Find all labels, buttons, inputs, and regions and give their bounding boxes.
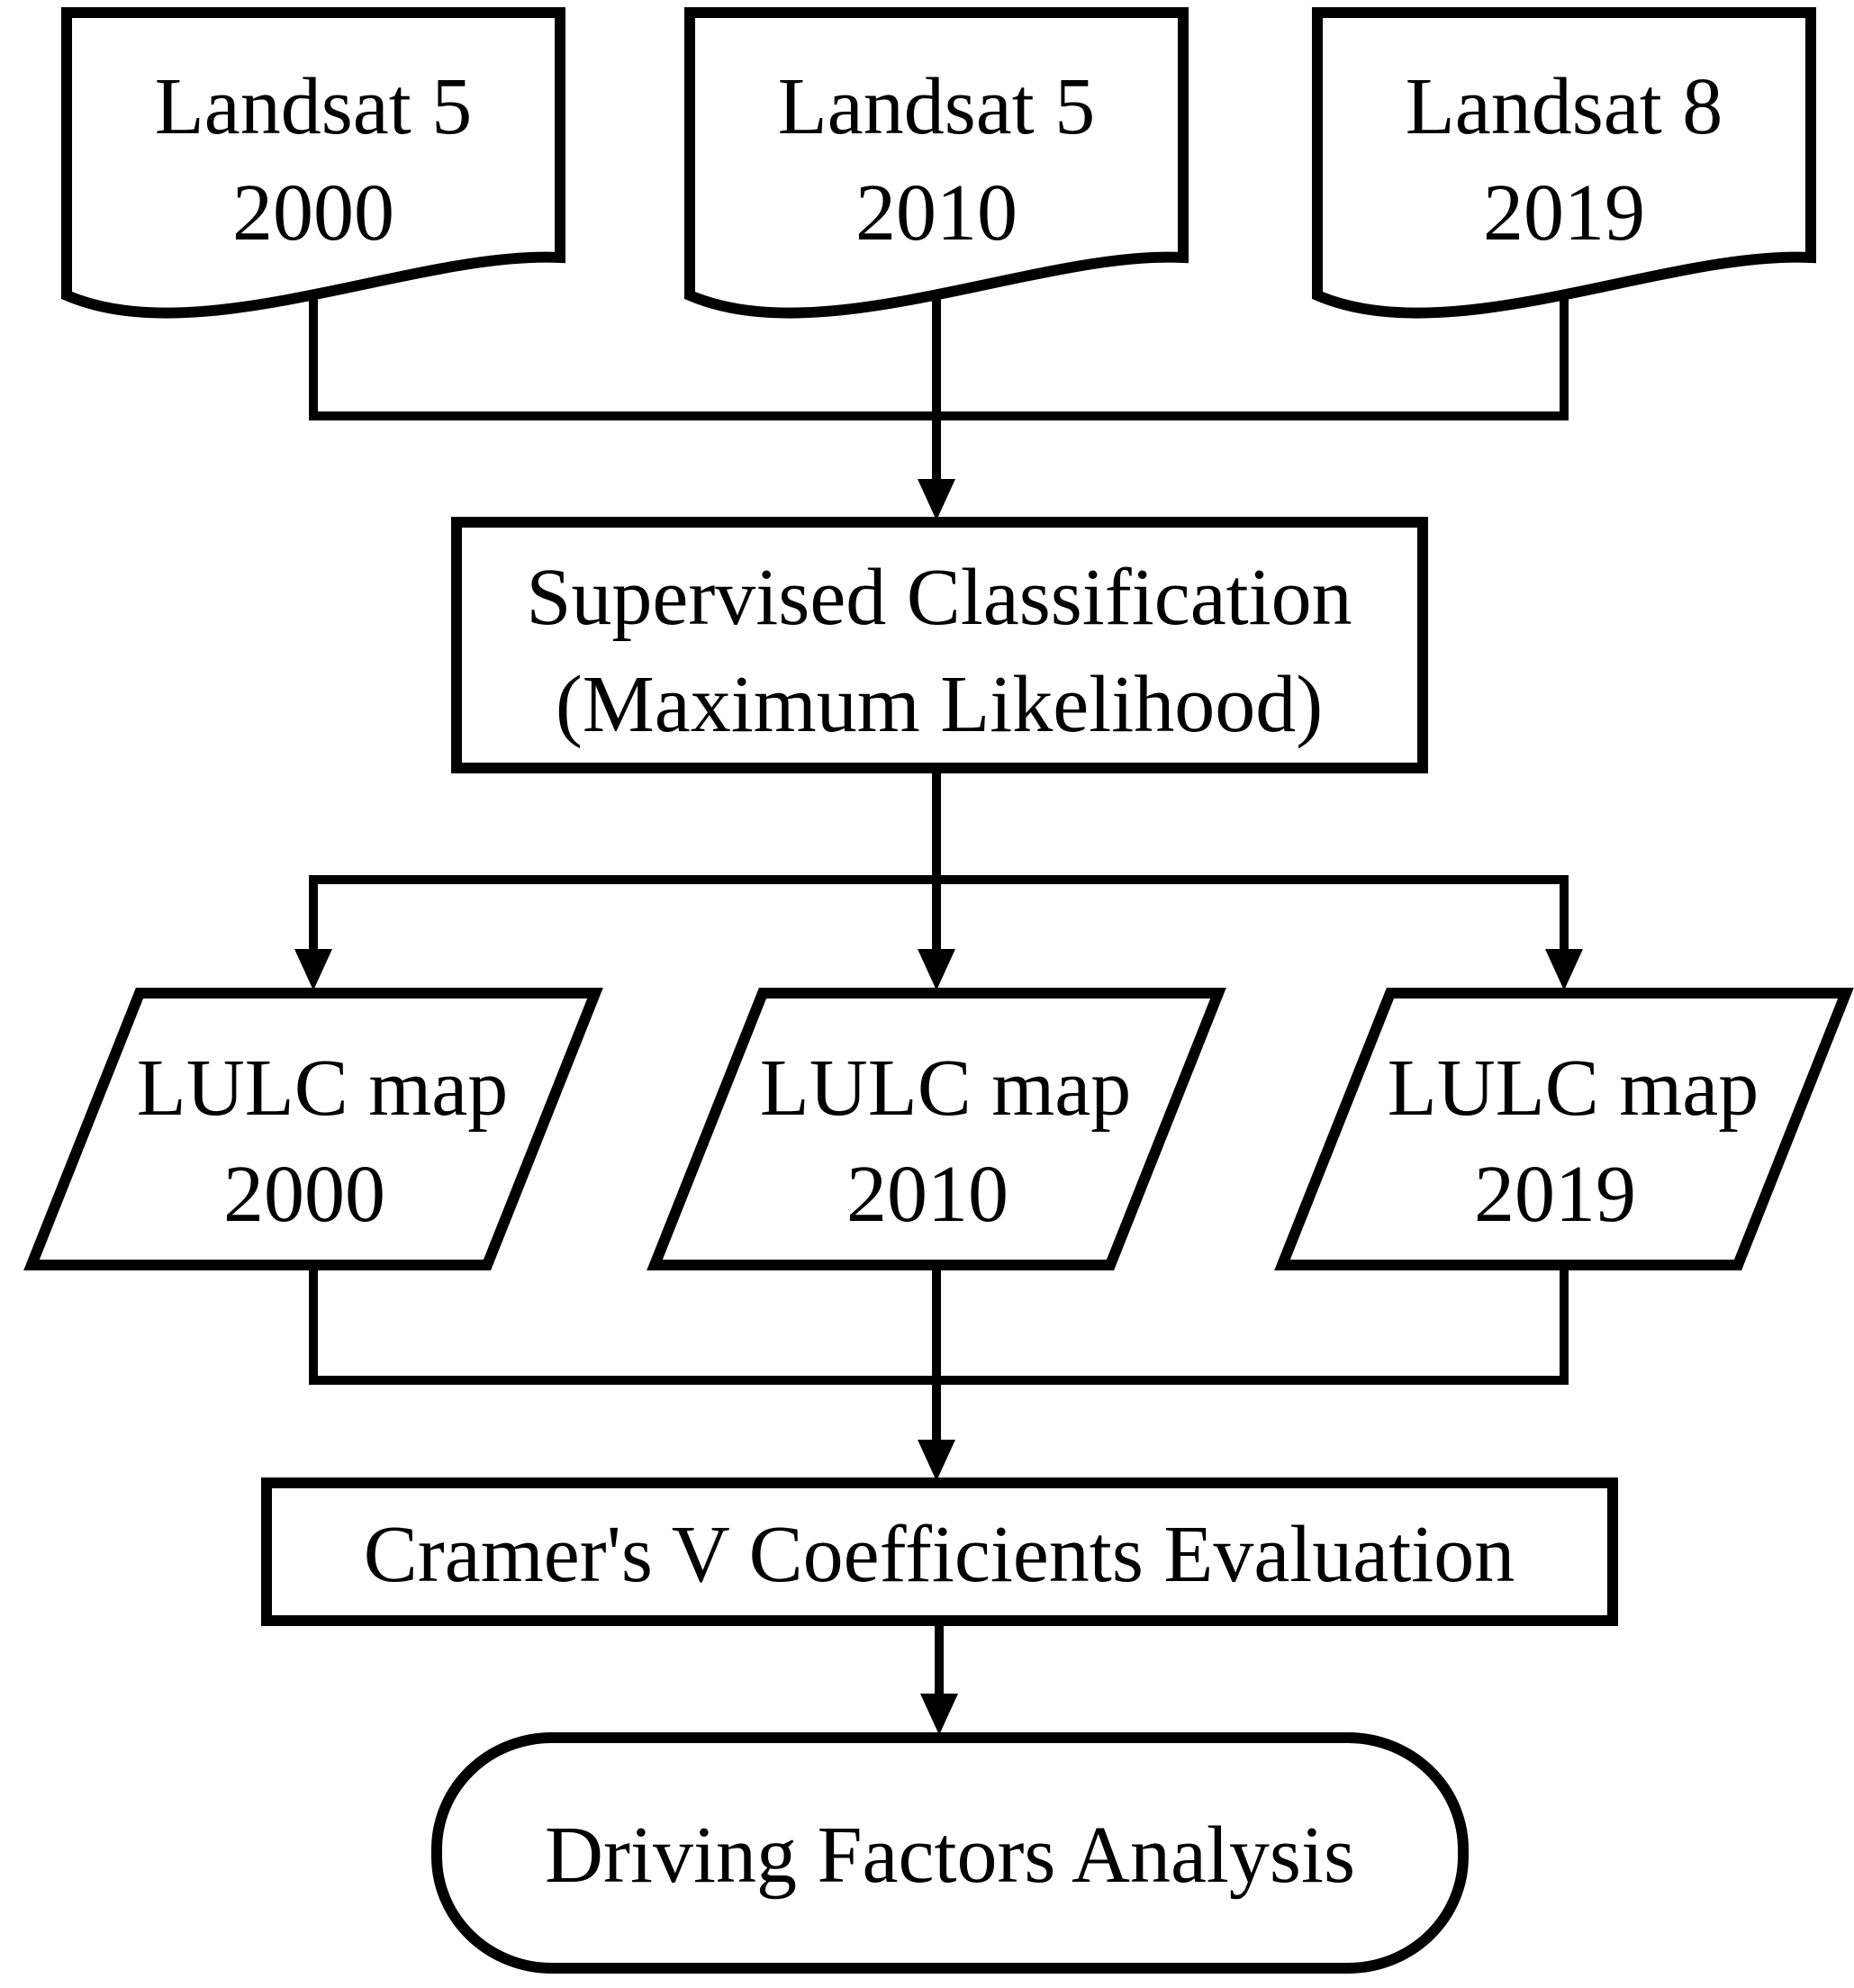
process-node-supervised-classification: Supervised Classification (Maximum Likel…: [451, 517, 1428, 773]
terminator-shape: [431, 1732, 1469, 1974]
node-label-line1: LULC map: [137, 1044, 508, 1133]
arrowhead-icon: [294, 949, 332, 990]
node-label-line1: Supervised Classification: [526, 553, 1352, 642]
document-shape: [1312, 7, 1816, 319]
data-node-lulc-map-2000: LULC map 2000: [23, 988, 603, 1270]
connector-classification-to-maps: [294, 768, 1583, 990]
node-label: Cramer's V Coefficients Evaluation: [364, 1510, 1515, 1599]
document-node-landsat8-2019: Landsat 8 2019: [1312, 7, 1816, 319]
connector-maps-to-cramers: [309, 1265, 1569, 1481]
document-shape: [684, 7, 1189, 319]
data-node-lulc-map-2010: LULC map 2010: [647, 988, 1226, 1270]
process-shape: [261, 1477, 1618, 1626]
arrowhead-icon: [918, 479, 955, 520]
arrowhead-icon: [918, 949, 955, 990]
arrowhead-icon: [1545, 949, 1583, 990]
arrowhead-icon: [920, 1694, 958, 1735]
node-label-line2: 2019: [1483, 168, 1645, 258]
process-node-cramers-v-evaluation: Cramer's V Coefficients Evaluation: [261, 1477, 1618, 1626]
node-label-line1: Landsat 8: [1406, 62, 1723, 151]
node-label-line1: LULC map: [1388, 1044, 1759, 1133]
node-label: Driving Factors Analysis: [545, 1811, 1355, 1900]
data-node-lulc-map-2019: LULC map 2019: [1274, 988, 1854, 1270]
node-label-line1: LULC map: [760, 1044, 1131, 1133]
node-label-line2: 2010: [855, 168, 1017, 258]
connector-cramers-to-driving: [920, 1621, 958, 1735]
node-label-line2: (Maximum Likelihood): [556, 660, 1323, 749]
process-shape: [451, 517, 1428, 773]
node-label-line2: 2019: [1474, 1150, 1636, 1239]
node-label-line2: 2000: [232, 168, 394, 258]
connector-docs-to-classification: [309, 284, 1569, 520]
document-node-landsat5-2010: Landsat 5 2010: [684, 7, 1189, 319]
parallelogram-shape: [23, 988, 603, 1270]
parallelogram-shape: [647, 988, 1226, 1270]
node-label-line1: Landsat 5: [155, 62, 472, 151]
document-node-landsat5-2000: Landsat 5 2000: [61, 7, 565, 319]
terminator-node-driving-factors-analysis: Driving Factors Analysis: [431, 1732, 1469, 1974]
node-label-line1: Landsat 5: [778, 62, 1095, 151]
node-label-line2: 2010: [846, 1150, 1008, 1239]
arrowhead-icon: [918, 1440, 955, 1481]
parallelogram-shape: [1274, 988, 1854, 1270]
document-shape: [61, 7, 565, 319]
node-label-line2: 2000: [223, 1150, 385, 1239]
